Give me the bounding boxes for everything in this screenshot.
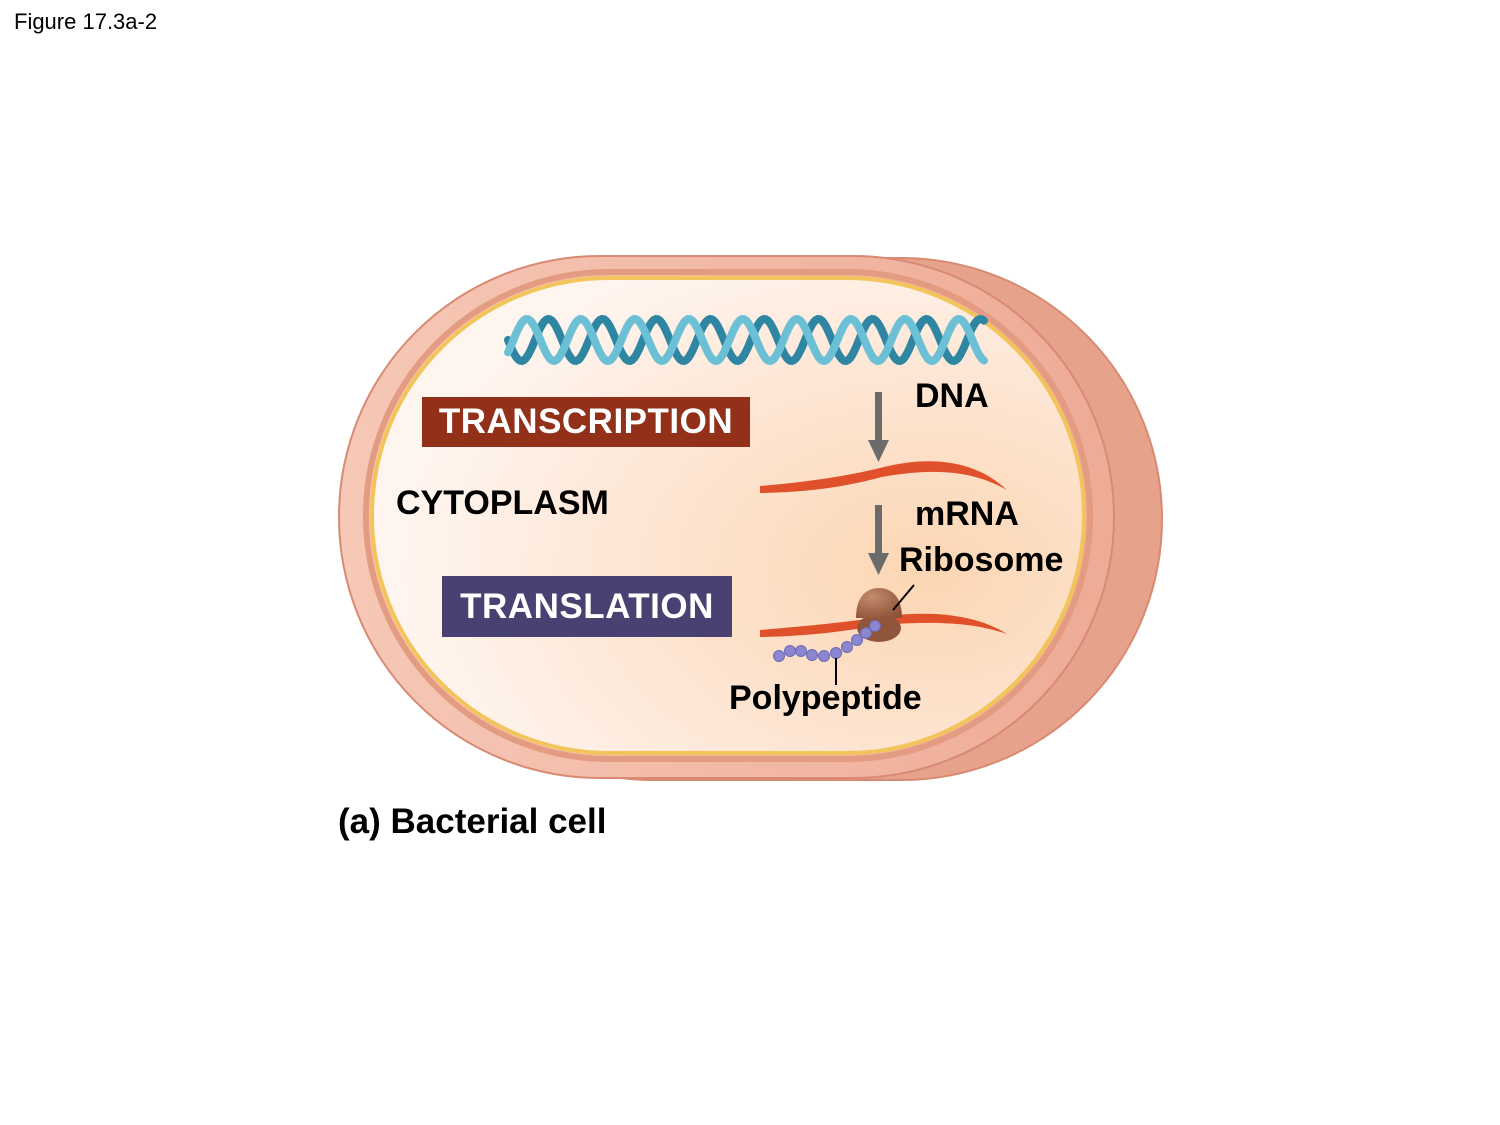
dna-helix — [504, 314, 988, 366]
polypeptide-chain — [773, 620, 881, 662]
figure-caption: (a) Bacterial cell — [338, 802, 607, 841]
cytoplasm-label: CYTOPLASM — [396, 484, 609, 522]
transcription-box: TRANSCRIPTION — [422, 397, 750, 447]
polypeptide-label: Polypeptide — [729, 679, 922, 717]
ribosome-leader-line — [892, 584, 915, 611]
figure-label: Figure 17.3a-2 — [14, 9, 158, 34]
translation-box: TRANSLATION — [442, 576, 732, 637]
ribosome-label: Ribosome — [899, 541, 1064, 579]
transcription-arrow — [868, 392, 889, 462]
mrna-label: mRNA — [915, 495, 1019, 533]
mrna-strand-translation — [760, 613, 1007, 637]
mrna-strand — [760, 461, 1007, 493]
translation-arrow — [868, 505, 889, 575]
dna-label: DNA — [915, 377, 989, 415]
plasma-membrane — [363, 269, 1093, 762]
